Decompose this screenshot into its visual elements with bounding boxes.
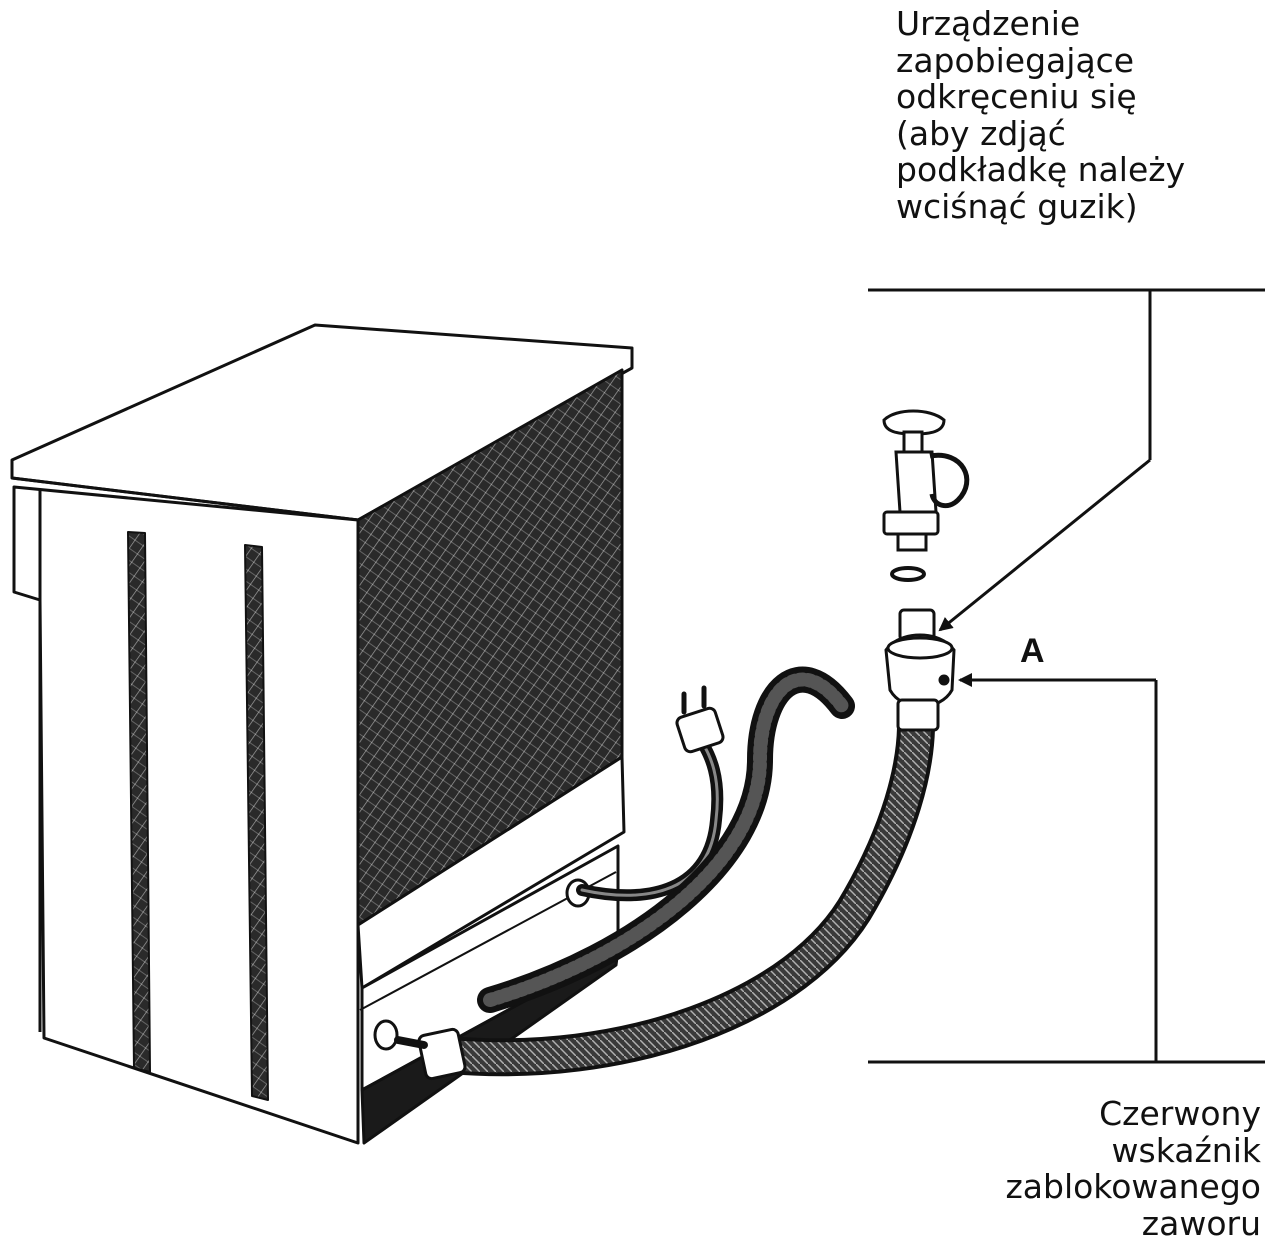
caption-line: wciśnąć guzik) <box>896 186 1138 226</box>
leader-top <box>868 288 1265 632</box>
caption-line: Urządzenie <box>896 4 1081 43</box>
hose-fitting <box>417 1027 467 1081</box>
leader-bottom <box>868 673 1265 1064</box>
caption-line: Czerwony <box>1099 1094 1261 1133</box>
water-tap-icon <box>882 409 970 552</box>
drain-hose <box>477 666 855 1013</box>
front-stripe-left <box>127 531 151 1073</box>
caption-line: zaworu <box>1141 1203 1261 1243</box>
caption-line: odkręceniu się <box>896 77 1137 116</box>
inlet-port <box>373 1019 399 1051</box>
red-indicator-caption: Czerwony wskaźnik zablokowanego zaworu <box>1005 1094 1261 1243</box>
caption-line: zablokowanego <box>1005 1167 1261 1206</box>
dishwasher <box>10 323 634 1145</box>
anti-unscrew-caption: Urządzenie zapobiegające odkręceniu się … <box>896 4 1186 226</box>
valve-label: A <box>1020 632 1045 670</box>
plug-icon <box>675 706 725 754</box>
inlet-hose <box>394 709 935 1081</box>
dishwasher-front <box>12 485 360 1145</box>
caption-line: (aby zdjąć <box>896 113 1066 153</box>
power-cord <box>576 685 725 902</box>
kick-plate <box>356 755 626 990</box>
caption-line: wskaźnik <box>1111 1130 1261 1170</box>
red-indicator-icon <box>938 674 950 686</box>
valve-device <box>884 608 956 732</box>
caption-line: zapobiegające <box>896 40 1135 80</box>
washer-icon <box>890 566 926 582</box>
front-stripe-right <box>244 544 269 1101</box>
caption-line: podkładkę należy <box>896 150 1186 189</box>
